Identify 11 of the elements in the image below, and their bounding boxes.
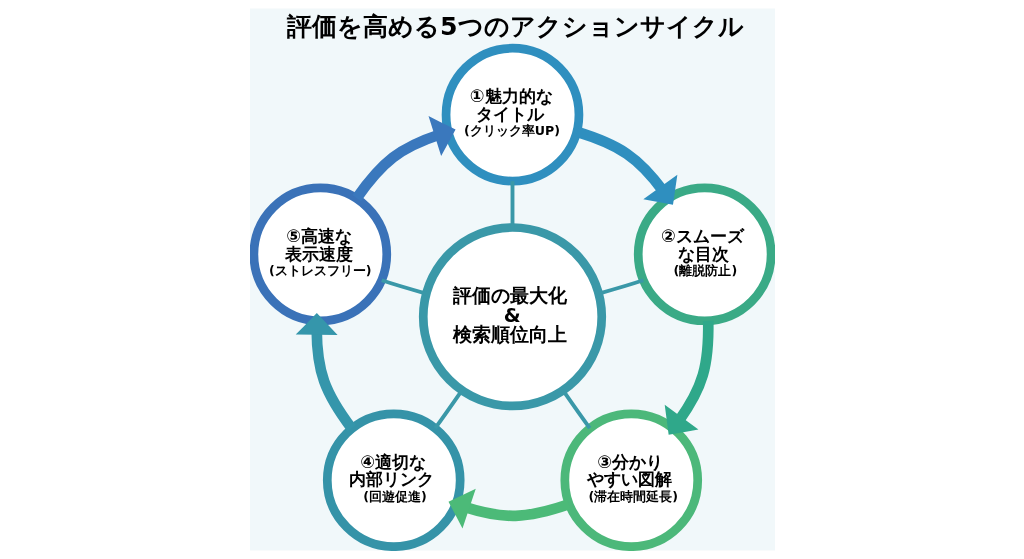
node-circle: ⑤高速な表示速度 (ストレスフリー) <box>249 183 391 326</box>
node-circle: ①魅力的なタイトル (クリック率UP) <box>441 43 583 186</box>
node-circle: 評価の最大化&検索順位向上 <box>418 223 606 411</box>
node-circle: ③分かりやすい図解 (滞在時間延長) <box>559 409 702 551</box>
diagram-title: 評価を高める5つのアクションサイクル <box>286 12 744 42</box>
node-circle: ④適切な内部リンク (回遊促進) <box>322 409 465 551</box>
arrow <box>664 320 714 435</box>
arrow <box>448 488 570 529</box>
arrow <box>351 116 456 202</box>
node-circle: ②スムーズな目次 (離脱防止) <box>633 183 775 326</box>
arrow <box>295 313 356 432</box>
